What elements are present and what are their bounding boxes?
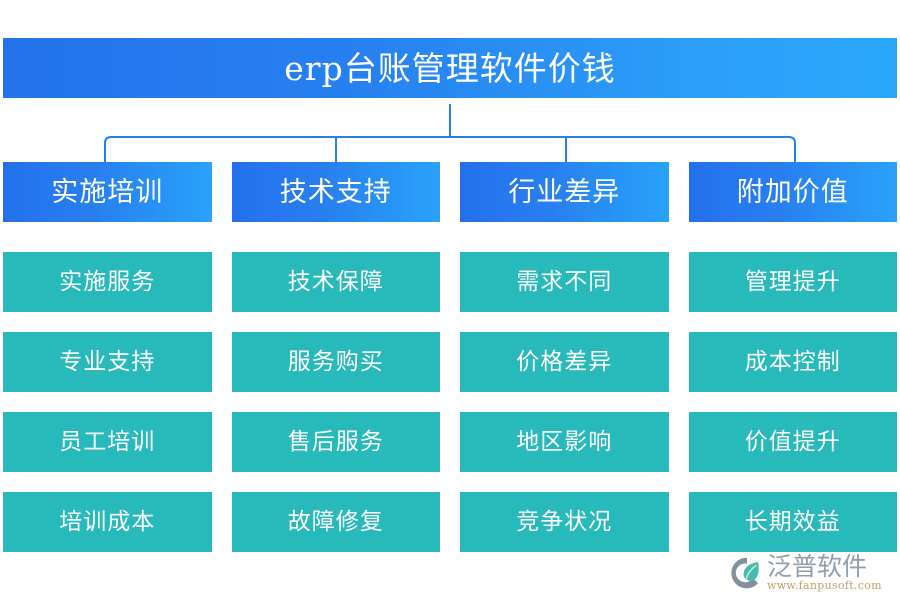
watermark: 泛普软件 www.fanpusoft.com xyxy=(730,550,892,596)
leaf-node-label: 技术保障 xyxy=(287,268,384,295)
column-header-3-label: 行业差异 xyxy=(508,176,621,208)
leaf-node-label: 管理提升 xyxy=(744,268,841,295)
column-header-3[interactable]: 行业差异 xyxy=(460,162,669,222)
columns-container: 实施培训 实施服务 专业支持 员工培训 培训成本 技术支持 技术保障 xyxy=(3,162,897,554)
leaf-node-label: 员工培训 xyxy=(59,428,156,455)
leaf-node-label: 故障修复 xyxy=(287,508,384,535)
diagram-title-bar: erp台账管理软件价钱 xyxy=(3,38,897,98)
leaf-node-label: 价格差异 xyxy=(516,348,613,375)
leaf-node[interactable]: 需求不同 xyxy=(460,252,669,312)
diagram-title-text: erp台账管理软件价钱 xyxy=(284,48,616,88)
leaf-node-label: 成本控制 xyxy=(744,348,841,375)
leaf-node[interactable]: 实施服务 xyxy=(3,252,212,312)
leaf-node[interactable]: 技术保障 xyxy=(231,252,440,312)
leaf-node[interactable]: 员工培训 xyxy=(3,412,212,472)
column-header-4[interactable]: 附加价值 xyxy=(688,162,897,222)
leaf-node-label: 服务购买 xyxy=(287,348,384,375)
column-header-2-label: 技术支持 xyxy=(279,176,392,208)
leaf-node-label: 长期效益 xyxy=(744,508,841,535)
leaf-node-label: 培训成本 xyxy=(59,508,156,535)
column-header-1-label: 实施培训 xyxy=(51,176,164,208)
column-implementation-training: 实施培训 实施服务 专业支持 员工培训 培训成本 xyxy=(3,162,212,554)
leaf-node[interactable]: 竞争状况 xyxy=(460,492,669,552)
column-header-4-label: 附加价值 xyxy=(736,176,849,208)
leaf-node-label: 售后服务 xyxy=(287,428,384,455)
leaf-node[interactable]: 故障修复 xyxy=(231,492,440,552)
leaf-node-label: 价值提升 xyxy=(744,428,841,455)
fanpu-leaf-logo-icon xyxy=(731,557,759,589)
leaf-node[interactable]: 地区影响 xyxy=(460,412,669,472)
column-technical-support: 技术支持 技术保障 服务购买 售后服务 故障修复 xyxy=(231,162,440,554)
leaf-node[interactable]: 长期效益 xyxy=(688,492,897,552)
leaf-node-label: 竞争状况 xyxy=(516,508,613,535)
watermark-brand: 泛普软件 xyxy=(767,551,868,581)
leaf-node[interactable]: 售后服务 xyxy=(231,412,440,472)
column-header-2[interactable]: 技术支持 xyxy=(231,162,440,222)
leaf-node[interactable]: 价格差异 xyxy=(460,332,669,392)
leaf-node-label: 专业支持 xyxy=(59,348,156,375)
leaf-node-label: 地区影响 xyxy=(516,428,613,455)
leaf-node[interactable]: 专业支持 xyxy=(3,332,212,392)
connector-lines xyxy=(104,104,796,166)
leaf-node[interactable]: 服务购买 xyxy=(231,332,440,392)
watermark-url: www.fanpusoft.com xyxy=(767,579,882,593)
column-header-1[interactable]: 实施培训 xyxy=(3,162,212,222)
leaf-node-label: 实施服务 xyxy=(59,268,156,295)
watermark-text: 泛普软件 www.fanpusoft.com xyxy=(767,551,882,593)
column-added-value: 附加价值 管理提升 成本控制 价值提升 长期效益 xyxy=(688,162,897,554)
leaf-node[interactable]: 成本控制 xyxy=(688,332,897,392)
connector-horizontal-bus xyxy=(104,136,796,166)
leaf-node[interactable]: 价值提升 xyxy=(688,412,897,472)
column-industry-differences: 行业差异 需求不同 价格差异 地区影响 竞争状况 xyxy=(460,162,669,554)
leaf-node[interactable]: 培训成本 xyxy=(3,492,212,552)
leaf-node-label: 需求不同 xyxy=(516,268,613,295)
leaf-node[interactable]: 管理提升 xyxy=(688,252,897,312)
